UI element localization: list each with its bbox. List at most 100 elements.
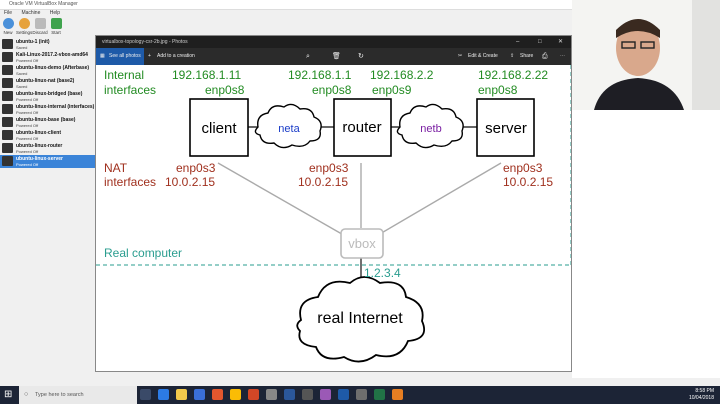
- internet-label: real Internet: [317, 310, 403, 327]
- router-nat-ip: 10.0.2.15: [298, 175, 348, 189]
- task-view-icon[interactable]: [140, 389, 151, 400]
- photos-window: virtualbox-topology-csr-2b.jpg - Photos …: [95, 35, 572, 372]
- word-icon[interactable]: [284, 389, 295, 400]
- grid-icon: ▦: [100, 53, 105, 59]
- taskbar: ⊞ ○ Type here to search 8:58 PM 10/04/20…: [0, 386, 720, 404]
- menu-file[interactable]: File: [4, 10, 13, 16]
- rotate-icon[interactable]: ↻: [358, 53, 364, 60]
- vm-list-item[interactable]: ubuntu-linux-bridged (base)Powered Off: [0, 90, 95, 103]
- app-icon[interactable]: [320, 389, 331, 400]
- more-icon[interactable]: ⋯: [560, 53, 565, 59]
- vm-name: ubuntu-linux-client: [16, 130, 61, 136]
- server-box: [476, 98, 535, 157]
- server-if: enp0s8: [478, 83, 518, 97]
- router-box: [333, 98, 392, 157]
- share-button[interactable]: Share: [520, 53, 534, 59]
- vm-state: Powered Off: [16, 97, 39, 102]
- server-label: server: [485, 120, 527, 137]
- add-to-creation-button[interactable]: Add to a creation: [157, 53, 195, 59]
- vm-name: ubuntu-linux-internal (interfaces): [16, 104, 95, 110]
- start-button[interactable]: Start: [48, 17, 64, 37]
- virtualbox-icon[interactable]: [338, 389, 349, 400]
- vm-state: Saved: [16, 45, 28, 50]
- edit-create-button[interactable]: Edit & Create: [468, 53, 498, 59]
- vm-state: Powered Off: [16, 123, 39, 128]
- vm-name: ubuntu-linux-router: [16, 143, 63, 149]
- neta-cloud: [254, 103, 322, 149]
- vm-state: Saved: [16, 84, 28, 89]
- store-icon[interactable]: [194, 389, 205, 400]
- vm-os-icon: [2, 39, 13, 49]
- vm-list-item[interactable]: ubuntu-linux-base (base)Powered Off: [0, 116, 95, 129]
- firefox-icon[interactable]: [212, 389, 223, 400]
- app-icon[interactable]: [266, 389, 277, 400]
- print-icon[interactable]: ⎙: [542, 53, 548, 60]
- taskbar-search[interactable]: ○ Type here to search: [19, 386, 137, 404]
- close-icon[interactable]: ✕: [558, 39, 564, 45]
- system-clock[interactable]: 8:58 PM 10/04/2018: [689, 388, 714, 402]
- vm-list-item[interactable]: ubuntu-1 (init)Saved: [0, 38, 95, 51]
- menu-help[interactable]: Help: [49, 10, 61, 16]
- powerpoint-icon[interactable]: [248, 389, 259, 400]
- discard-button[interactable]: Discard: [32, 17, 48, 37]
- router-label: router: [342, 119, 381, 136]
- vm-list-item[interactable]: ubuntu-linux-demo (Afterbase)Saved: [0, 64, 95, 77]
- desktop-strip: [0, 378, 720, 386]
- discard-icon: [34, 18, 46, 29]
- app-icon[interactable]: [392, 389, 403, 400]
- delete-icon[interactable]: 🗑: [332, 53, 341, 60]
- vm-name: ubuntu-linux-server: [16, 156, 63, 162]
- vm-name: ubuntu-linux-bridged (base): [16, 91, 83, 97]
- search-icon: ○: [24, 391, 29, 398]
- photos-titlebar: virtualbox-topology-csr-2b.jpg - Photos …: [96, 36, 571, 48]
- new-button[interactable]: New: [0, 17, 16, 37]
- photo-viewer: Internal interfaces 192.168.1.11 enp0s8 …: [96, 65, 571, 371]
- router-nat-if: enp0s3: [309, 161, 349, 175]
- maximize-icon[interactable]: □: [538, 39, 542, 45]
- neta-label: neta: [278, 123, 300, 135]
- vm-os-icon: [2, 52, 13, 62]
- vm-list-item[interactable]: ubuntu-linux-internal (interfaces)Powere…: [0, 103, 95, 116]
- vm-name: ubuntu-1 (init): [16, 39, 50, 45]
- client-label: client: [201, 120, 237, 137]
- edit-icon: ✂: [458, 53, 463, 59]
- vm-state: Powered Off: [16, 162, 39, 167]
- terminal-icon[interactable]: [302, 389, 313, 400]
- zoom-icon[interactable]: ⌕: [306, 53, 310, 60]
- client-box: [189, 98, 249, 157]
- add-icon: +: [148, 53, 151, 59]
- network-topology-diagram: Internal interfaces 192.168.1.11 enp0s8 …: [96, 65, 571, 363]
- see-all-photos-button[interactable]: ▦ See all photos: [96, 48, 144, 65]
- window-titlebar: Oracle VM VirtualBox Manager: [0, 0, 572, 10]
- internet-cloud: [296, 276, 426, 363]
- photos-title: virtualbox-topology-csr-2b.jpg - Photos: [102, 39, 188, 45]
- share-icon: ⇪: [510, 53, 515, 59]
- webcam-overlay: [572, 0, 720, 378]
- vm-list-item[interactable]: ubuntu-linux-nat (base2)Saved: [0, 77, 95, 90]
- router-ip-2: 192.168.2.2: [370, 68, 434, 82]
- minimize-icon[interactable]: –: [516, 39, 520, 45]
- internal-label-1: Internal: [104, 68, 144, 82]
- toolbar: New Settings Discard Start: [0, 17, 96, 37]
- menu-machine[interactable]: Machine: [21, 10, 41, 16]
- router-ip-1: 192.168.1.1: [288, 68, 352, 82]
- app-icon[interactable]: [356, 389, 367, 400]
- windows-start-icon[interactable]: ⊞: [4, 389, 13, 400]
- file-explorer-icon[interactable]: [176, 389, 187, 400]
- edge-icon[interactable]: [158, 389, 169, 400]
- vm-state: Powered Off: [16, 58, 39, 63]
- excel-icon[interactable]: [374, 389, 385, 400]
- settings-button[interactable]: Settings: [16, 17, 32, 37]
- vm-name: ubuntu-linux-base (base): [16, 117, 76, 123]
- vm-os-icon: [2, 117, 13, 127]
- chrome-icon[interactable]: [230, 389, 241, 400]
- clock-time: 8:58 PM: [695, 388, 714, 394]
- new-icon: [2, 18, 14, 29]
- new-label: New: [3, 30, 13, 35]
- vm-state: Powered Off: [16, 136, 39, 141]
- real-computer-label: Real computer: [104, 246, 182, 260]
